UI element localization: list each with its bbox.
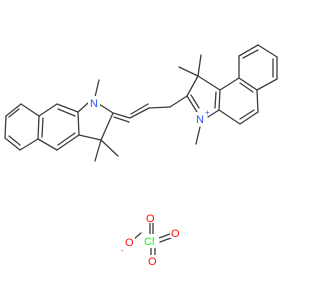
bond	[148, 106, 171, 109]
bond	[37, 138, 58, 151]
bond	[56, 134, 80, 151]
bond	[78, 134, 102, 141]
bond	[100, 139, 119, 157]
bond	[218, 89, 221, 111]
charge-plus: +	[205, 108, 210, 117]
atom-label-nitrogen: N	[196, 114, 204, 126]
bond	[38, 103, 58, 117]
bond	[112, 112, 131, 119]
bond	[190, 94, 200, 109]
bond	[238, 44, 259, 57]
bond	[257, 44, 278, 58]
bond	[19, 138, 39, 151]
bond	[195, 126, 201, 145]
bond	[218, 109, 241, 125]
bond	[98, 103, 114, 114]
bond	[130, 103, 149, 115]
bond	[214, 91, 217, 109]
atom-label-oxygen: O	[148, 256, 157, 268]
bond	[186, 75, 199, 97]
bond	[256, 78, 278, 91]
bond	[197, 54, 202, 77]
bond	[4, 137, 21, 151]
atom-label-oxygen: O	[125, 237, 134, 249]
bond	[133, 232, 142, 240]
right-benzindolium	[178, 44, 278, 145]
bond	[5, 103, 22, 117]
bond	[57, 132, 76, 146]
bond	[242, 49, 259, 59]
bond	[239, 82, 254, 93]
polymethine-linker	[129, 95, 188, 119]
atom-label-nitrogen: N	[90, 98, 98, 110]
bond	[94, 139, 102, 162]
bond	[207, 109, 220, 118]
bond	[239, 111, 259, 125]
bond	[100, 112, 114, 141]
bond	[94, 79, 100, 98]
bond	[57, 108, 76, 117]
bond	[159, 237, 172, 243]
bond	[77, 111, 80, 136]
atom-label-chlorine: Cl	[144, 236, 154, 248]
bond	[77, 102, 89, 113]
bond	[41, 117, 44, 138]
bond	[37, 115, 40, 140]
bond	[113, 116, 130, 123]
bond	[186, 95, 198, 113]
left-benzindole	[4, 79, 131, 162]
atom-label-oxygen: O	[146, 213, 155, 225]
bond	[129, 107, 150, 119]
bond	[169, 95, 188, 108]
bond	[4, 115, 7, 139]
bond	[197, 75, 221, 91]
charge-minus: -	[121, 246, 124, 255]
bond	[238, 77, 258, 91]
atom-labels: N N + Cl O O O O -	[88, 96, 210, 268]
chemical-structure: N N + Cl O O O O -	[4, 44, 278, 268]
bond	[8, 135, 21, 146]
bond	[178, 66, 199, 77]
bond	[56, 103, 79, 113]
bond	[20, 103, 40, 117]
bond	[8, 108, 20, 118]
atom-label-oxygen: O	[171, 228, 180, 240]
bond	[239, 109, 255, 120]
bond	[256, 89, 259, 113]
bond	[158, 233, 171, 239]
structure-canvas: N N + Cl O O O O -	[4, 44, 278, 268]
bond	[219, 77, 240, 91]
